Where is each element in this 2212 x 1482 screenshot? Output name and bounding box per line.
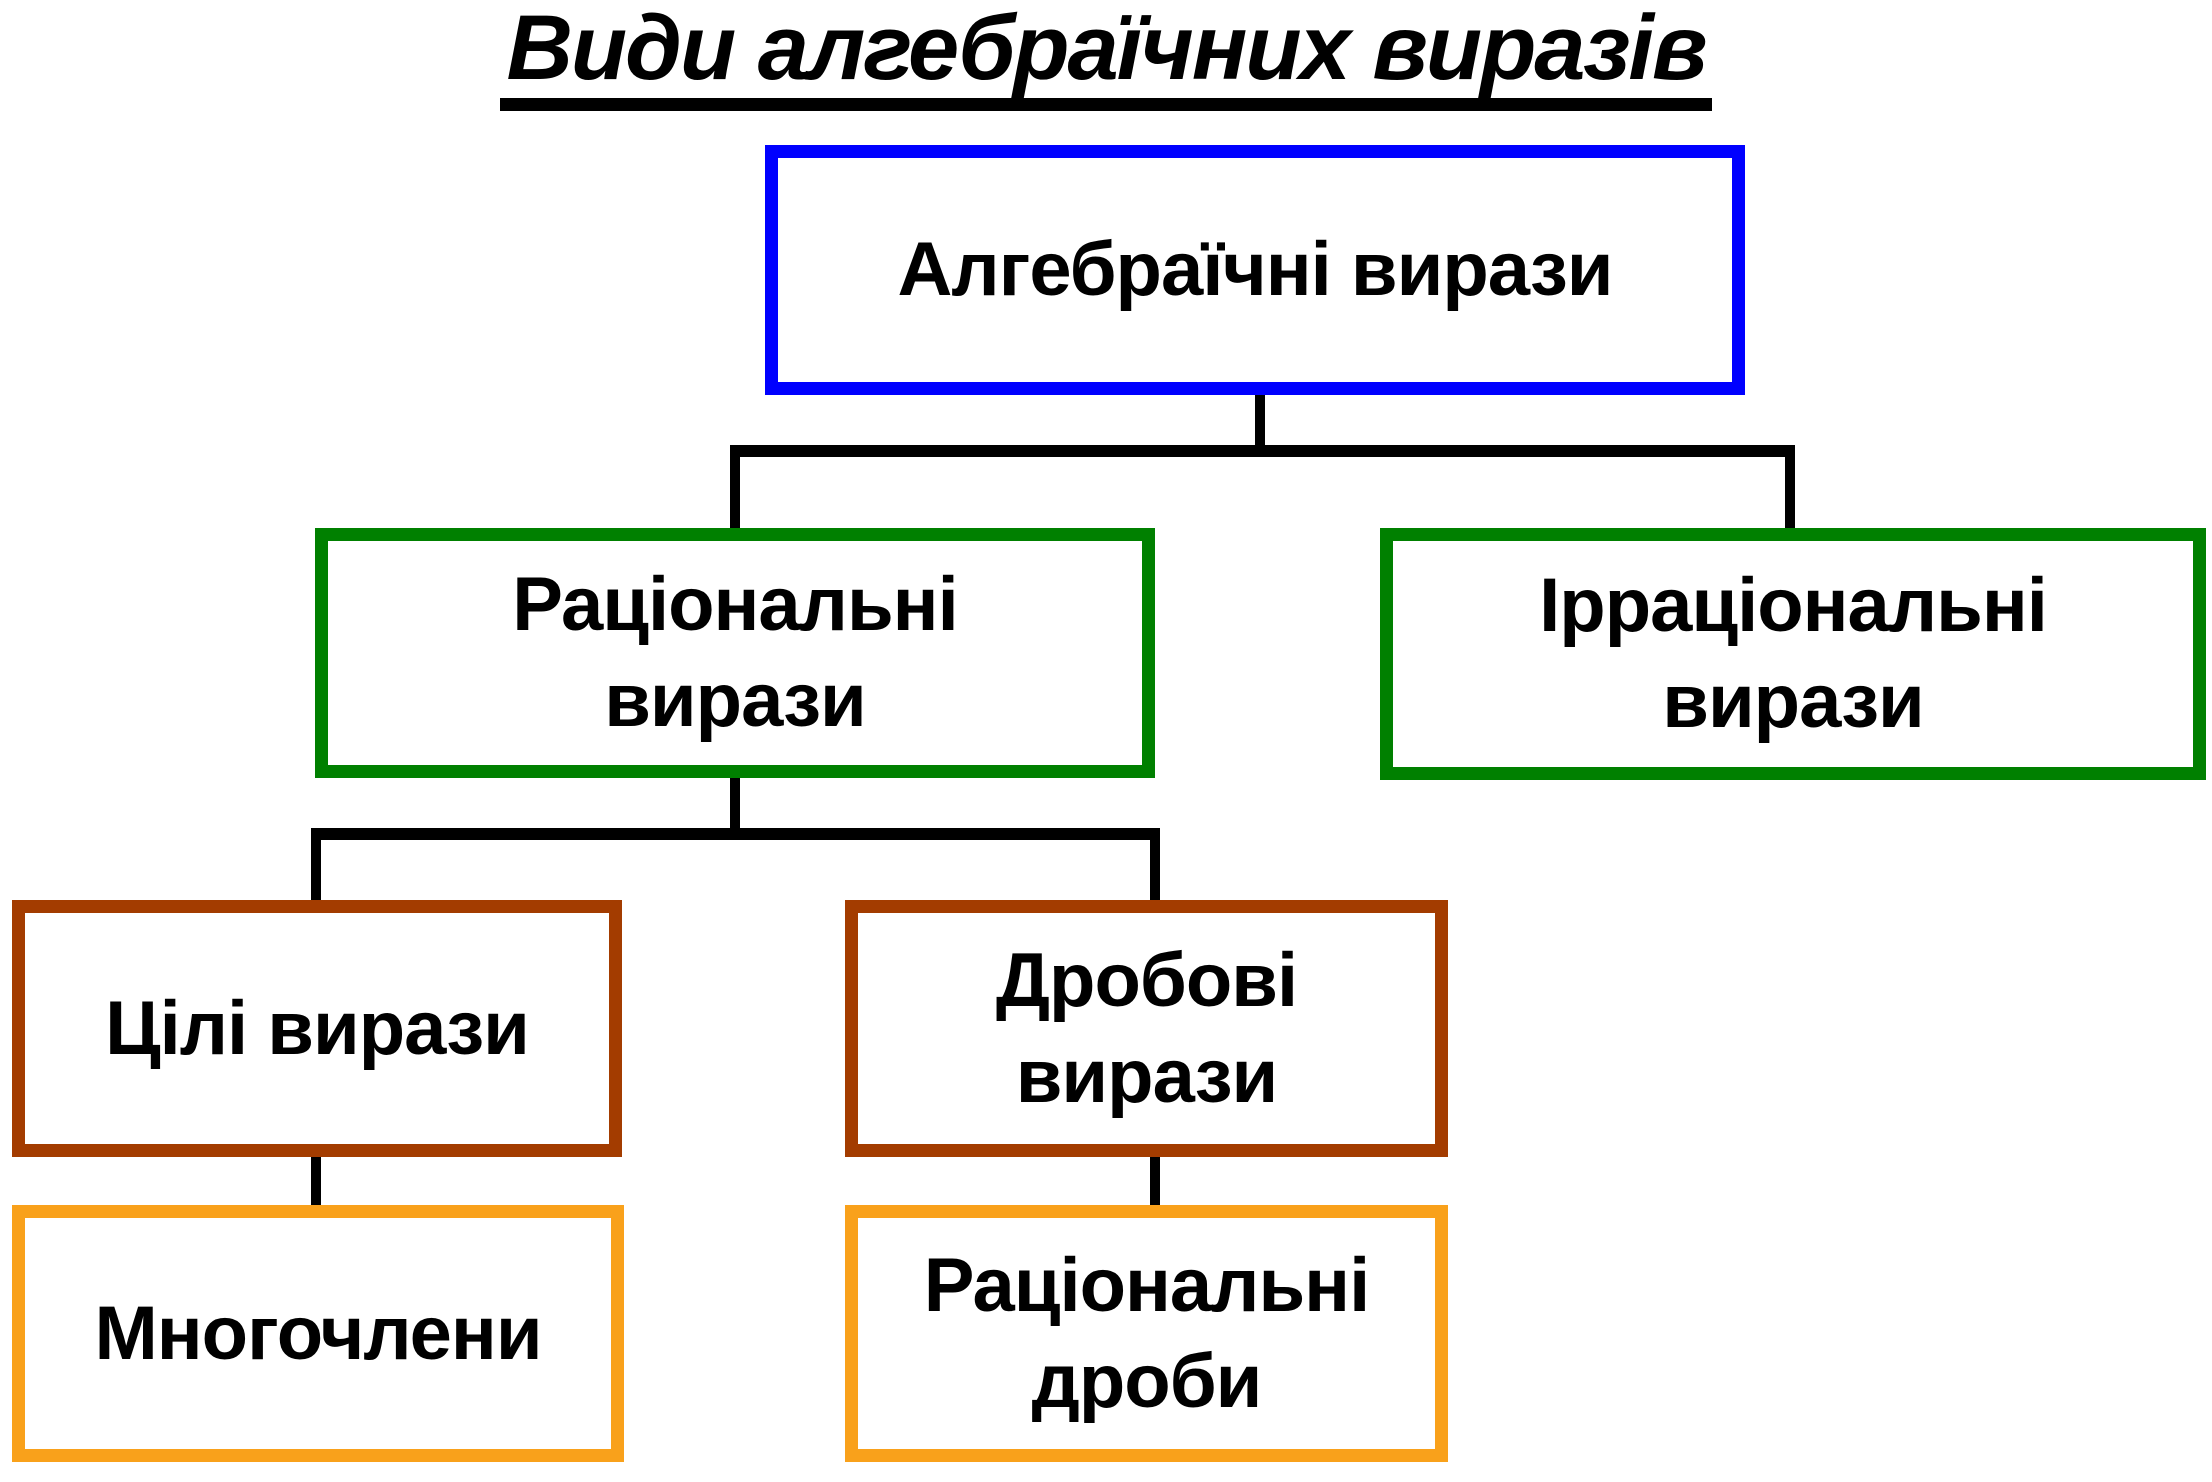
node-polynomials-label: Многочлени xyxy=(94,1290,542,1376)
connector-level2-right-drop xyxy=(1150,828,1160,904)
diagram-title-text: Види алгебраїчних виразів xyxy=(500,2,1712,111)
node-fractional-expressions: Дробові вирази xyxy=(845,900,1448,1157)
connector-rational-stem xyxy=(730,778,740,838)
node-fractional-expressions-label: Дробові вирази xyxy=(995,937,1298,1119)
connector-integer-polynomials xyxy=(311,1155,321,1207)
node-integer-expressions: Цілі вирази xyxy=(12,900,622,1157)
node-algebraic-expressions: Алгебраїчні вирази xyxy=(765,145,1745,395)
connector-level2-bar xyxy=(311,828,1160,840)
diagram-title: Види алгебраїчних виразів xyxy=(0,2,2212,111)
node-irrational-expressions: Ірраціональні вирази xyxy=(1380,528,2206,780)
connector-level1-right-drop xyxy=(1785,445,1795,531)
connector-root-stem xyxy=(1255,395,1265,455)
connector-level1-bar xyxy=(730,445,1795,457)
node-irrational-expressions-label: Ірраціональні вирази xyxy=(1539,563,2048,744)
node-rational-expressions-label: Раціональні вирази xyxy=(512,562,958,743)
node-rational-fractions: Раціональні дроби xyxy=(845,1205,1448,1462)
connector-fractional-rational-fractions xyxy=(1150,1155,1160,1207)
node-algebraic-expressions-label: Алгебраїчні вирази xyxy=(897,227,1614,313)
node-polynomials: Многочлени xyxy=(12,1205,624,1462)
connector-level2-left-drop xyxy=(311,828,321,904)
node-integer-expressions-label: Цілі вирази xyxy=(105,985,530,1071)
node-rational-fractions-label: Раціональні дроби xyxy=(923,1242,1370,1424)
connector-level1-left-drop xyxy=(730,445,740,531)
node-rational-expressions: Раціональні вирази xyxy=(315,528,1155,778)
